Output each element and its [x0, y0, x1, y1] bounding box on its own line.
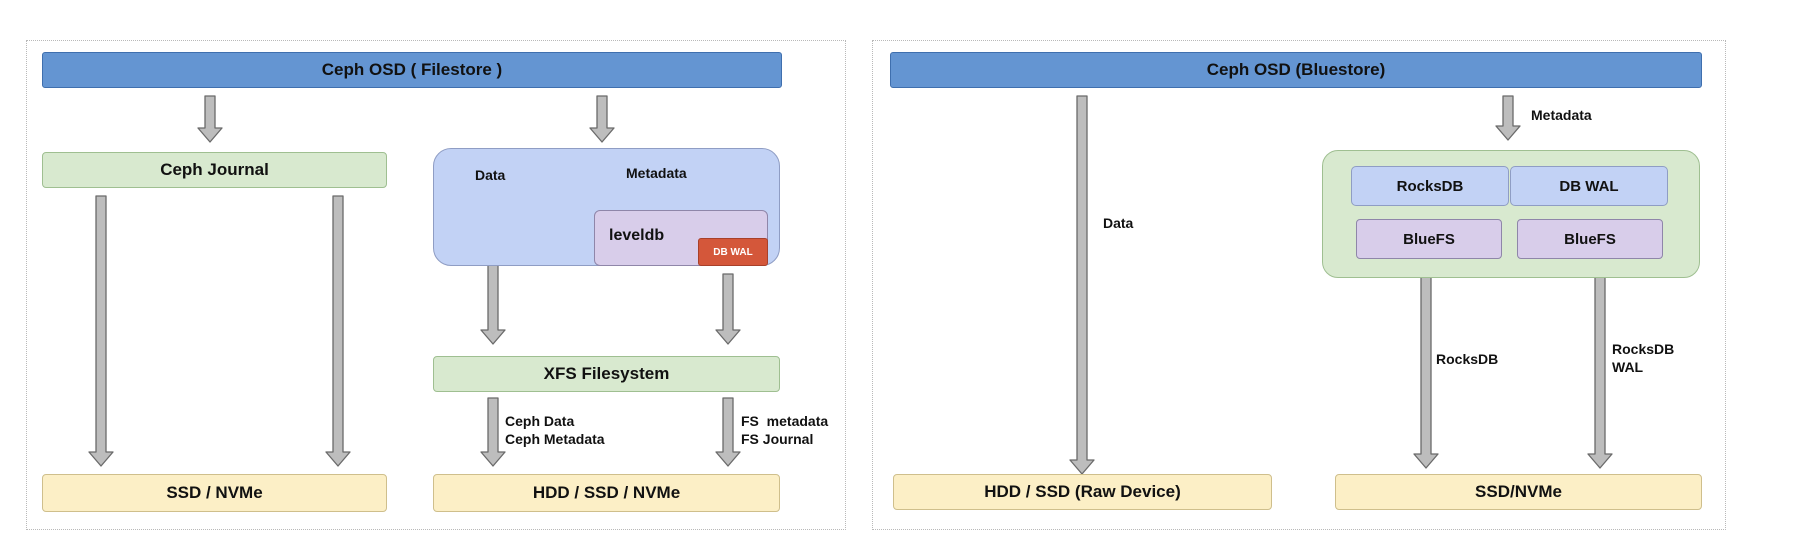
- filestore-metadata-label: Metadata: [626, 165, 687, 181]
- arrow-leveldb-to-xfs: [715, 273, 741, 345]
- arrow-filestore-to-backend: [589, 95, 615, 143]
- filestore-db-wal-label: DB WAL: [713, 246, 753, 258]
- bluefs-left-label: BlueFS: [1403, 230, 1455, 248]
- bluestore-left-device-box: HDD / SSD (Raw Device): [893, 474, 1272, 510]
- bluestore-title-bar: Ceph OSD (Bluestore): [890, 52, 1702, 88]
- bluestore-right-device-box: SSD/NVMe: [1335, 474, 1702, 510]
- ceph-data-metadata-label: Ceph Data Ceph Metadata: [505, 413, 605, 447]
- bluestore-db-wal-label: DB WAL: [1559, 177, 1619, 195]
- arrow-bluefs-left-to-ssd: [1413, 261, 1439, 469]
- arrow-xfs-to-hdd-left: [480, 397, 506, 467]
- fs-metadata-journal-label: FS metadata FS Journal: [741, 413, 829, 447]
- filestore-left-device-box: SSD / NVMe: [42, 474, 387, 512]
- arrow-filestore-to-journal: [197, 95, 223, 143]
- filestore-db-wal-box: DB WAL: [698, 238, 768, 266]
- bluestore-data-label: Data: [1103, 215, 1134, 231]
- bluestore-left-device-label: HDD / SSD (Raw Device): [984, 482, 1181, 501]
- ceph-journal-box: Ceph Journal: [42, 152, 387, 188]
- rocksdb-path-label: RocksDB: [1436, 351, 1499, 367]
- bluestore-panel: [872, 40, 1726, 530]
- bluestore-right-device-label: SSD/NVMe: [1475, 482, 1562, 501]
- arrow-journal-to-ssd-left: [88, 195, 114, 467]
- rocksdb-wal-path-label: RocksDB WAL: [1612, 341, 1675, 375]
- filestore-data-label: Data: [475, 167, 506, 183]
- rocksdb-box: RocksDB: [1351, 166, 1509, 206]
- ceph-journal-label: Ceph Journal: [160, 160, 269, 179]
- xfs-filesystem-box: XFS Filesystem: [433, 356, 780, 392]
- filestore-right-device-label: HDD / SSD / NVMe: [532, 483, 681, 502]
- arrow-journal-to-ssd-right: [325, 195, 351, 467]
- filestore-left-device-label: SSD / NVMe: [166, 483, 263, 502]
- bluestore-title: Ceph OSD (Bluestore): [1206, 60, 1386, 79]
- filestore-right-device-box: HDD / SSD / NVMe: [433, 474, 780, 512]
- filestore-panel: [26, 40, 846, 530]
- bluefs-left-box: BlueFS: [1356, 219, 1502, 259]
- xfs-filesystem-label: XFS Filesystem: [543, 364, 670, 383]
- arrow-bluestore-to-raw-device: [1069, 95, 1095, 475]
- bluestore-metadata-label: Metadata: [1531, 107, 1592, 123]
- bluestore-db-wal-box: DB WAL: [1510, 166, 1668, 206]
- arrow-xfs-to-hdd-right: [715, 397, 741, 467]
- bluefs-right-box: BlueFS: [1517, 219, 1663, 259]
- bluefs-right-label: BlueFS: [1564, 230, 1616, 248]
- filestore-title-bar: Ceph OSD ( Filestore ): [42, 52, 782, 88]
- filestore-title: Ceph OSD ( Filestore ): [321, 60, 503, 79]
- rocksdb-label: RocksDB: [1396, 177, 1464, 195]
- leveldb-label: leveldb: [609, 227, 665, 244]
- arrow-bluefs-right-to-ssd: [1587, 261, 1613, 469]
- arrow-bluestore-to-rocksdb: [1495, 95, 1521, 141]
